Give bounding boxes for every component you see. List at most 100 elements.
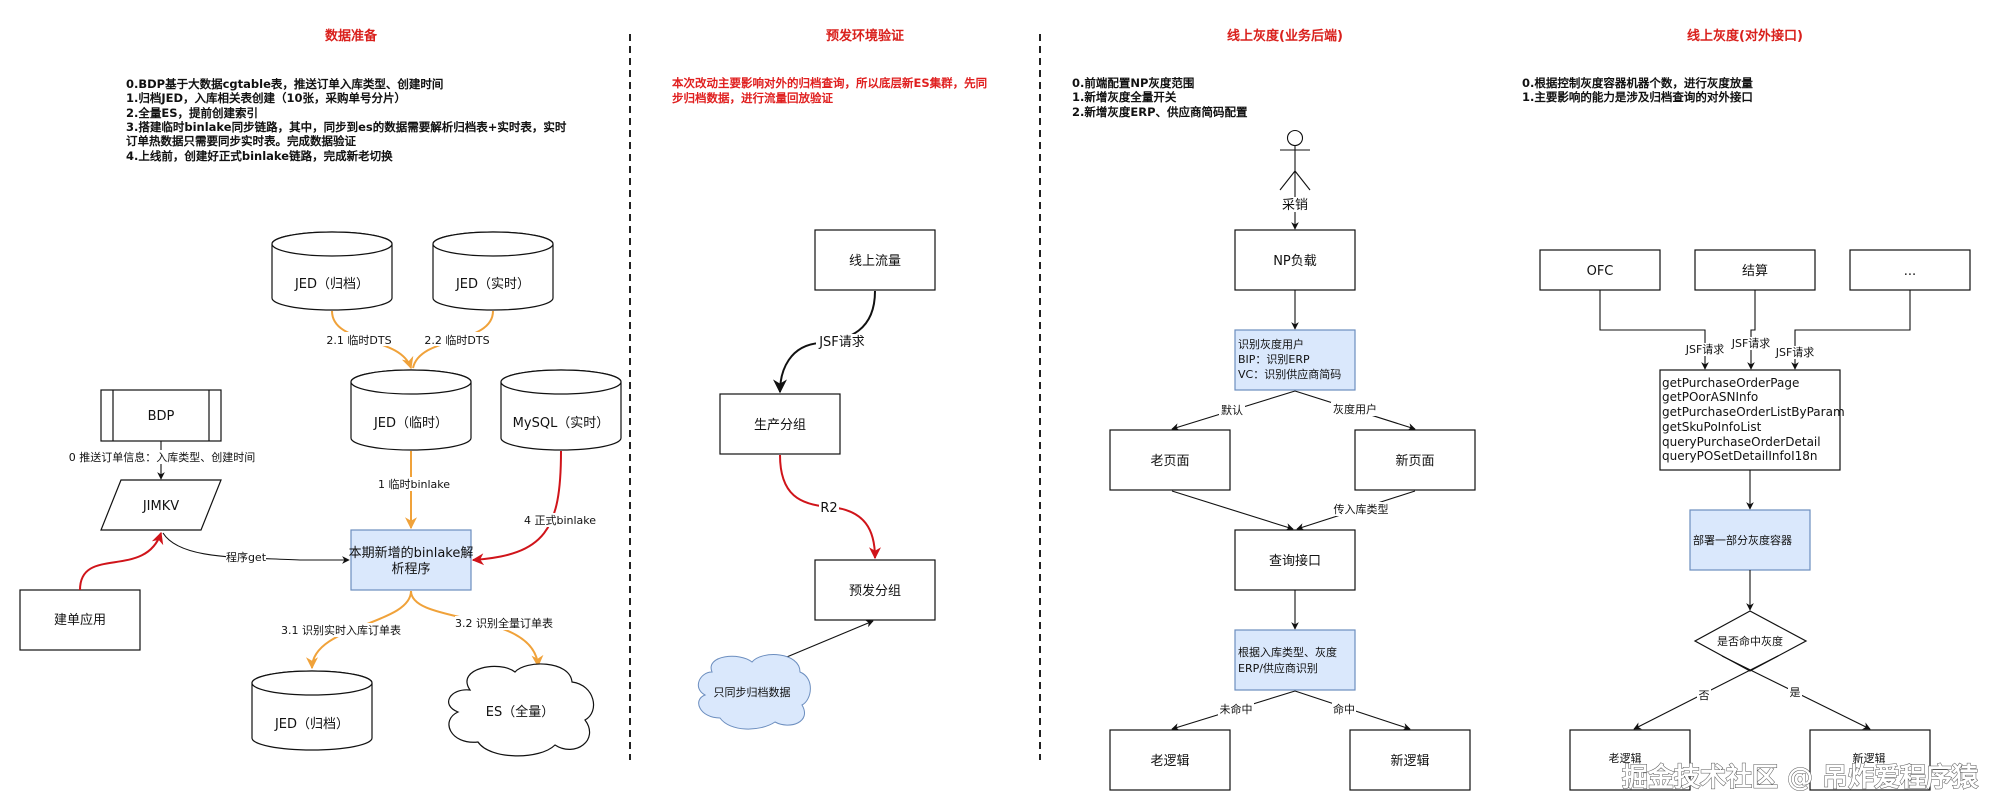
edge-label: JSF请求 [1685, 343, 1725, 356]
edge-label: 传入库类型 [1334, 502, 1389, 516]
node-label: JED（实时） [455, 277, 530, 292]
node-label: JIMKV [142, 499, 179, 514]
node-label: 部署一部分灰度容器 [1693, 533, 1792, 547]
node-new-logic[interactable]: 新逻辑 [1809, 729, 1931, 791]
edge-label: JSF请求 [1775, 346, 1815, 359]
node-identify-gray[interactable]: 识别灰度用户 BIP：识别ERP VC：识别供应商简码 [1234, 329, 1356, 391]
node-label: ES（全量） [486, 704, 554, 720]
actor-label: 采销 [1282, 198, 1308, 213]
note-line: 2.全量ES，提前创建索引 [126, 106, 258, 120]
db-jed-archive-target[interactable]: JED（归档） [251, 670, 373, 751]
db-jed-archive[interactable]: JED（归档） [271, 231, 393, 311]
node-jimkv[interactable]: JIMKV [100, 479, 222, 531]
panel-gray-api: 线上灰度(对外接口) 0.根据控制灰度容器机器个数，进行灰度放量 1.主要影响的… [1522, 28, 1971, 791]
node-label: 新逻辑 [1390, 753, 1429, 769]
panel-data-prep: 数据准备 0.BDP基于大数据cgtable表，推送订单入库类型、创建时间 1.… [19, 28, 622, 757]
method-item: getPurchaseOrderListByParam [1662, 405, 1845, 419]
note-line: 1.新增灰度全量开关 [1072, 90, 1177, 104]
node-label: 建单应用 [54, 612, 106, 628]
node-label: MySQL（实时） [513, 416, 610, 431]
panel-title: 预发环境验证 [826, 28, 904, 44]
node-new-logic[interactable]: 新逻辑 [1349, 729, 1471, 791]
node-query-api[interactable]: 查询接口 [1234, 529, 1356, 591]
note-line: 0.根据控制灰度容器机器个数，进行灰度放量 [1522, 76, 1753, 90]
edge-create-to-jimkv [79, 531, 164, 591]
edge-label: 4 正式binlake [524, 514, 596, 527]
node-label: VC：识别供应商简码 [1238, 367, 1341, 381]
panel-title: 数据准备 [325, 28, 378, 44]
edge-program-get [162, 532, 350, 564]
method-item: queryPurchaseOrderDetail [1662, 435, 1821, 449]
node-sync-archive-cloud[interactable]: 只同步归档数据 [697, 654, 811, 730]
panel-pre-env: 预发环境验证 本次改动主要影响对外的归档查询，所以底层新ES集群，先同 步归档数… [672, 28, 987, 730]
node-label: JED（归档） [274, 717, 349, 732]
node-route[interactable]: 根据入库类型、灰度 ERP/供应商识别 [1234, 629, 1356, 691]
node-more[interactable]: ... [1849, 249, 1971, 291]
note-line: 2.新增灰度ERP、供应商简码配置 [1072, 105, 1248, 119]
node-es-full[interactable]: ES（全量） [448, 663, 595, 757]
node-old-page[interactable]: 老页面 [1109, 429, 1231, 491]
note-line: 本次改动主要影响对外的归档查询，所以底层新ES集群，先同 [672, 76, 987, 90]
db-mysql-realtime[interactable]: MySQL（实时） [500, 369, 622, 451]
node-label: 是否命中灰度 [1717, 634, 1783, 648]
node-label: BDP [148, 409, 175, 424]
node-label: 识别灰度用户 [1238, 337, 1304, 351]
node-bdp[interactable]: BDP [100, 389, 222, 442]
edge-label: 3.2 识别全量订单表 [455, 616, 553, 630]
actor-icon [1279, 129, 1311, 191]
edge-label: 2.2 临时DTS [424, 333, 489, 347]
note-line: 步归档数据，进行流量回放验证 [672, 91, 833, 105]
node-settlement[interactable]: 结算 [1694, 249, 1816, 291]
note-line: 0.前端配置NP灰度范围 [1072, 76, 1194, 90]
node-label: 生产分组 [754, 418, 806, 433]
node-label: 老逻辑 [1150, 754, 1189, 769]
node-label: 根据入库类型、灰度 [1238, 645, 1337, 659]
method-item: getSkuPoInfoList [1662, 420, 1762, 434]
note-line: 4.上线前，创建好正式binlake链路，完成新老切换 [126, 149, 393, 163]
node-label: ERP/供应商识别 [1238, 661, 1318, 675]
node-label: BIP：识别ERP [1238, 353, 1310, 366]
note-line: 0.BDP基于大数据cgtable表，推送订单入库类型、创建时间 [126, 77, 443, 91]
node-online-traffic[interactable]: 线上流量 [814, 229, 936, 291]
note-line: 1.归档JED，入库相关表创建（10张，采购单号分片） [126, 91, 406, 105]
edge-label: 1 临时binlake [378, 477, 450, 491]
node-binlake-parser[interactable]: 本期新增的binlake解 析程序 [349, 529, 474, 591]
node-np-load[interactable]: NP负载 [1234, 229, 1356, 291]
edge-label: 命中 [1333, 702, 1355, 716]
watermark: 掘金技术社区 @ 吊炸爱程序猿 [1622, 762, 1979, 793]
node-label: JED（归档） [294, 277, 369, 292]
edge-formal-binlake [471, 450, 562, 566]
node-old-logic[interactable]: 老逻辑 [1109, 729, 1231, 791]
db-jed-temp[interactable]: JED（临时） [350, 369, 472, 451]
node-label: 新逻辑 [1853, 751, 1886, 765]
node-old-logic[interactable]: 老逻辑 [1569, 729, 1691, 791]
method-item: queryPOSetDetailInfoI18n [1662, 449, 1818, 463]
node-create-order-app[interactable]: 建单应用 [19, 589, 141, 651]
note-line: 3.搭建临时binlake同步链路，其中，同步到es的数据需要解析归档表+实时表… [126, 120, 567, 134]
node-label: 预发分组 [849, 583, 901, 599]
node-ofc[interactable]: OFC [1539, 249, 1661, 291]
node-deploy-gray[interactable]: 部署一部分灰度容器 [1689, 509, 1811, 571]
edge-label: 0 推送订单信息：入库类型、创建时间 [69, 450, 256, 464]
node-api-methods[interactable]: getPurchaseOrderPage getPOorASNInfo getP… [1659, 369, 1845, 471]
node-label: ... [1904, 264, 1916, 279]
node-label: OFC [1587, 264, 1614, 279]
db-jed-realtime[interactable]: JED（实时） [432, 231, 554, 311]
notes: 0.BDP基于大数据cgtable表，推送订单入库类型、创建时间 1.归档JED… [126, 77, 567, 163]
node-hit-gray-decision[interactable]: 是否命中灰度 [1693, 610, 1808, 672]
node-new-page[interactable]: 新页面 [1354, 429, 1476, 491]
edge-label: 程序get [226, 550, 267, 564]
edge-jsf-1 [1599, 290, 1709, 370]
method-item: getPOorASNInfo [1662, 390, 1758, 404]
edge-label: 默认 [1221, 404, 1243, 417]
node-prod-group[interactable]: 生产分组 [719, 393, 841, 455]
node-label: NP负载 [1273, 254, 1317, 269]
node-label: 老页面 [1150, 454, 1189, 469]
node-pre-group[interactable]: 预发分组 [814, 559, 936, 621]
method-item: getPurchaseOrderPage [1662, 376, 1799, 390]
edge-label: 未命中 [1220, 702, 1253, 716]
note-line: 订单热数据只需要同步实时表。完成数据验证 [126, 134, 356, 148]
edge-label: 是 [1790, 686, 1801, 699]
edge-label: 3.1 识别实时入库订单表 [281, 623, 401, 637]
